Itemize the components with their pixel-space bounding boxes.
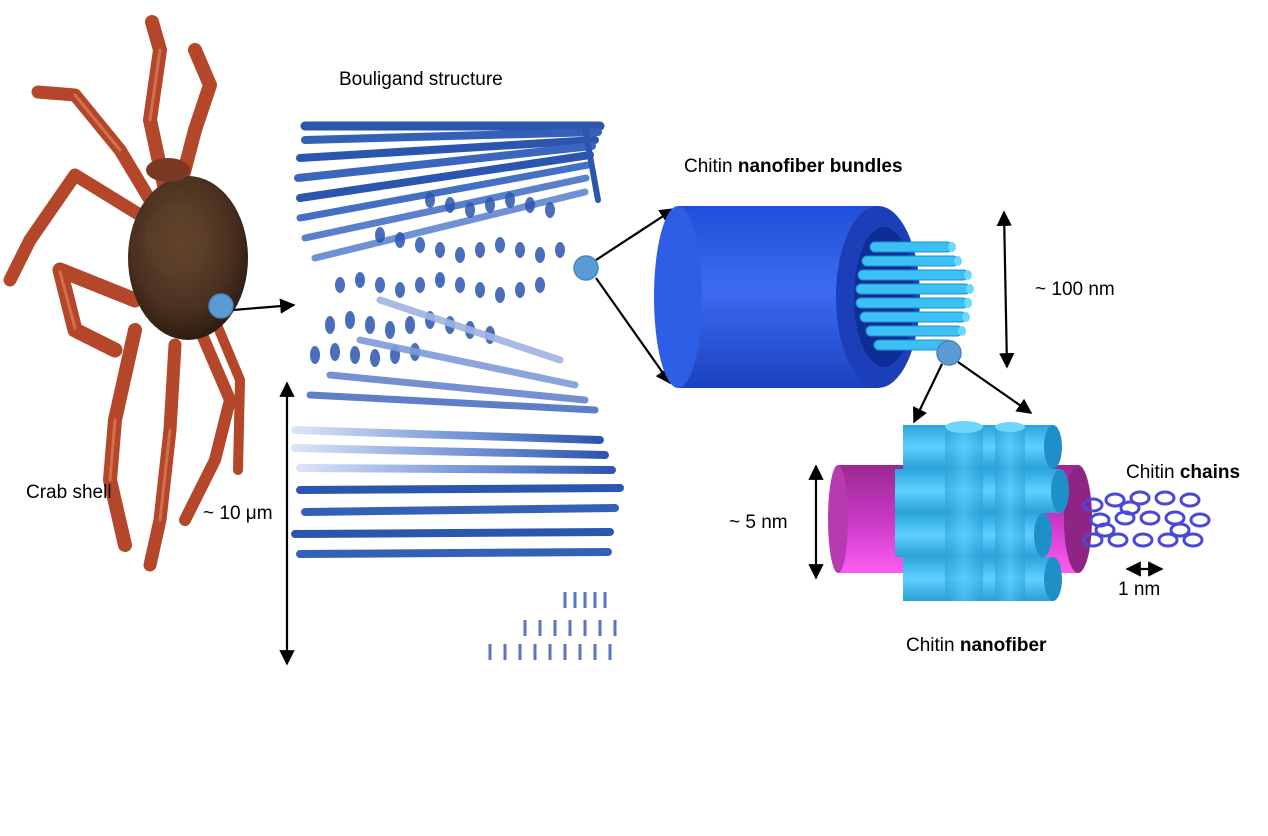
crab-to-bouligand-arrow <box>232 298 296 314</box>
bundle-to-nanofiber-arrow-right <box>957 361 1033 414</box>
size-100nm-arrow <box>996 210 1015 369</box>
bundle-to-nanofiber-arrow-left <box>913 363 943 424</box>
label-size-100nm: ~ 100 nm <box>1035 279 1115 300</box>
bouligand-to-bundle-arrow-top <box>595 208 676 261</box>
nanofiber-bundle <box>654 206 974 388</box>
label-nanofiber-bundles-bold: nanofiber bundles <box>738 156 903 177</box>
label-chitin-nanofiber-prefix: Chitin <box>906 635 960 656</box>
bundle-marker-dot <box>936 340 962 366</box>
label-chitin-chains-bold: chains <box>1180 462 1240 483</box>
label-size-1nm: 1 nm <box>1118 579 1160 600</box>
label-chitin-chains-prefix: Chitin <box>1126 462 1180 483</box>
chitin-chains <box>1082 490 1211 548</box>
label-bouligand-structure: Bouligand structure <box>339 69 503 90</box>
chitin-nanofiber <box>828 421 1092 601</box>
bouligand-marker-dot <box>573 255 599 281</box>
label-chitin-chains: Chitin chains <box>1126 462 1240 483</box>
label-size-10um: ~ 10 μm <box>203 503 273 524</box>
label-size-5nm: ~ 5 nm <box>729 512 788 533</box>
label-chitin-nanofiber: Chitin nanofiber <box>906 635 1047 656</box>
label-nanofiber-bundles-prefix: Chitin <box>684 156 738 177</box>
bouligand-to-bundle-arrow-bottom <box>595 277 671 385</box>
label-crab-shell: Crab shell <box>26 482 112 503</box>
bouligand-structure <box>283 121 624 660</box>
crab-marker-dot <box>208 293 234 319</box>
label-nanofiber-bundles: Chitin nanofiber bundles <box>684 156 903 177</box>
label-chitin-nanofiber-bold: nanofiber <box>960 635 1047 656</box>
